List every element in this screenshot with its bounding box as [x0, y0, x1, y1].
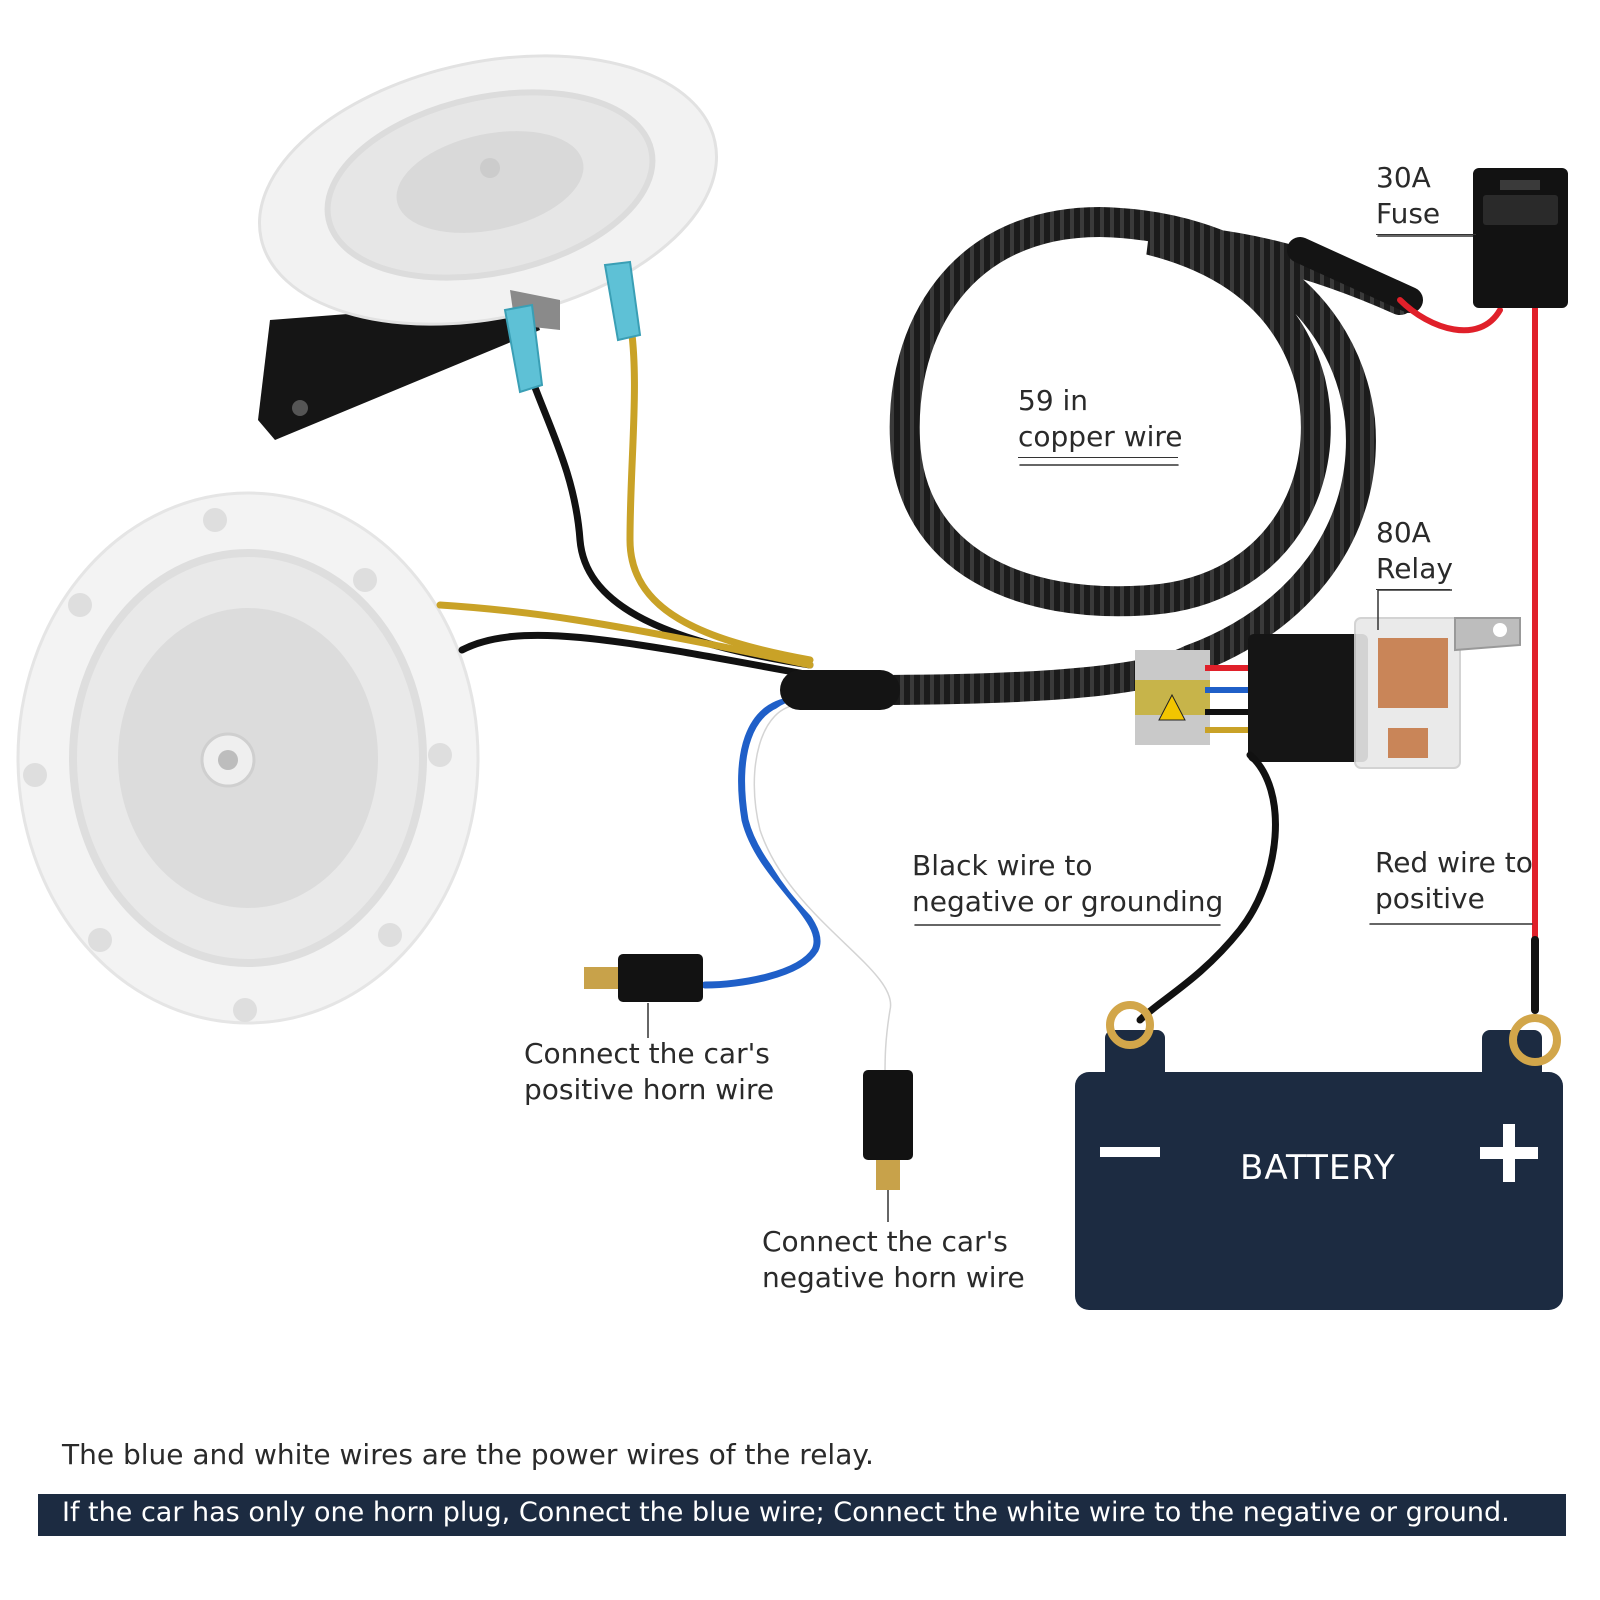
relay-label: 80A Relay	[1376, 515, 1453, 590]
instruction-banner: If the car has only one horn plug, Conne…	[38, 1494, 1566, 1536]
copper-wire-label: 59 in copper wire	[1018, 383, 1183, 458]
positive-horn-label: Connect the car's positive horn wire	[524, 1036, 774, 1108]
black-wire-label-line1: Black wire to	[912, 849, 1093, 882]
red-wire-label-line1: Red wire to	[1375, 846, 1533, 879]
copper-wire-label-line2: copper wire	[1018, 420, 1183, 453]
fuse-label: 30A Fuse	[1376, 160, 1476, 235]
red-wire-label: Red wire to positive	[1375, 845, 1533, 917]
negative-horn-label-line2: negative horn wire	[762, 1261, 1025, 1294]
negative-horn-label-line1: Connect the car's	[762, 1225, 1008, 1258]
horn-wires	[436, 316, 814, 679]
fuse-label-line2: Fuse	[1376, 197, 1441, 230]
red-wire-label-line2: positive	[1375, 882, 1485, 915]
relay	[1135, 589, 1521, 769]
black-wire-label: Black wire to negative or grounding	[912, 848, 1223, 920]
fuse-label-line1: 30A	[1376, 161, 1431, 194]
trigger-wires	[701, 696, 896, 1080]
fuse-holder	[1473, 168, 1568, 308]
black-ground-wire	[914, 751, 1279, 1024]
ring-terminals	[1106, 1001, 1561, 1066]
positive-horn-plug	[584, 954, 703, 1038]
black-wire-label-line2: negative or grounding	[912, 885, 1224, 918]
note-power-wires: The blue and white wires are the power w…	[62, 1438, 874, 1471]
copper-wire-label-line1: 59 in	[1018, 384, 1089, 417]
positive-horn-label-line2: positive horn wire	[524, 1073, 775, 1106]
spade-terminals	[503, 260, 642, 394]
upper-horn	[258, 54, 718, 440]
negative-horn-label: Connect the car's negative horn wire	[762, 1224, 1025, 1296]
relay-label-line2: Relay	[1376, 552, 1453, 585]
positive-horn-label-line1: Connect the car's	[524, 1037, 770, 1070]
red-wires	[1369, 235, 1539, 1014]
negative-horn-plug	[863, 1070, 913, 1222]
instruction-banner-text: If the car has only one horn plug, Conne…	[62, 1497, 1510, 1528]
corrugated-loom	[780, 206, 1423, 710]
lower-horn	[16, 491, 480, 1025]
battery-label: BATTERY	[1240, 1148, 1396, 1188]
relay-label-line1: 80A	[1376, 516, 1431, 549]
